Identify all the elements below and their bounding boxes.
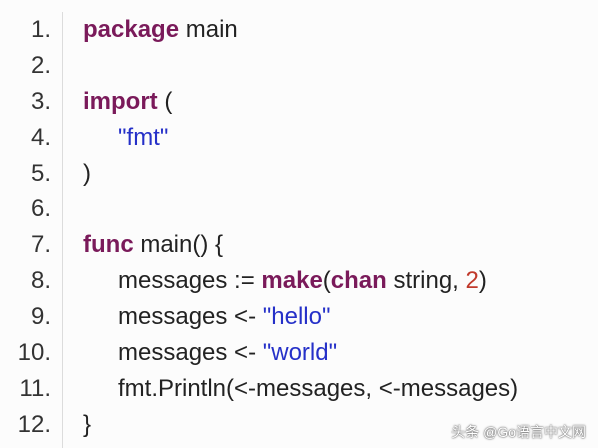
code-line: fmt.Println(<-messages, <-messages) bbox=[83, 371, 598, 407]
line-number: 1. bbox=[30, 16, 51, 43]
line-number: 5. bbox=[30, 159, 51, 187]
code-token-kw: chan bbox=[330, 267, 387, 295]
code-line: package main bbox=[83, 12, 598, 48]
code-token-str: "hello" bbox=[262, 303, 331, 331]
code-line: } bbox=[83, 407, 598, 443]
code-token-plain: ) bbox=[478, 267, 487, 295]
code-token-plain: messages <- bbox=[118, 303, 263, 331]
code-token-plain: messages <- bbox=[118, 339, 263, 367]
code-token-plain: ) bbox=[83, 159, 91, 187]
code-token-plain: string, bbox=[386, 267, 466, 295]
line-number: 6. bbox=[30, 195, 51, 223]
code-token-kw: func bbox=[83, 231, 134, 259]
code-line: messages := make(chan string, 2) bbox=[83, 263, 598, 299]
code-line: messages <- "hello" bbox=[83, 299, 598, 335]
code-token-str: "fmt" bbox=[118, 123, 169, 151]
code-token-plain: main bbox=[179, 16, 238, 43]
line-number: 2. bbox=[30, 51, 51, 79]
code-token-plain: messages := bbox=[118, 267, 262, 295]
line-number: 11. bbox=[19, 374, 51, 402]
line-number: 12. bbox=[17, 410, 51, 438]
code-line: import ( bbox=[83, 84, 598, 120]
line-number: 3. bbox=[30, 87, 51, 115]
watermark-text: 头条 @Go语言中文网 bbox=[451, 424, 586, 440]
code-token-plain: ( bbox=[157, 87, 173, 115]
code-line: "fmt" bbox=[83, 120, 598, 156]
code-token-kw: make bbox=[261, 267, 323, 295]
code-line: func main() { bbox=[83, 227, 598, 263]
code-token-plain: main() { bbox=[133, 231, 224, 259]
code-line: messages <- "world" bbox=[83, 335, 598, 371]
line-number: 7. bbox=[30, 231, 51, 259]
code-line bbox=[83, 191, 598, 227]
code-line: ) bbox=[83, 156, 598, 192]
line-number-gutter: 1. 2. 3. 4. 5. 6. 7. 8. 9. 10. 11. 12. bbox=[0, 12, 62, 443]
line-number: 8. bbox=[30, 267, 51, 295]
code-token-kw: import bbox=[83, 87, 158, 115]
code-line bbox=[83, 48, 598, 84]
watermark: 头条 @Go语言中文网 bbox=[451, 422, 586, 442]
line-number: 9. bbox=[30, 303, 51, 331]
line-number: 10. bbox=[17, 339, 51, 367]
gutter-divider bbox=[62, 12, 63, 448]
code-token-plain: ( bbox=[322, 267, 331, 295]
code-token-plain: } bbox=[83, 410, 92, 438]
code-token-kw: package bbox=[83, 16, 180, 43]
line-number: 4. bbox=[30, 123, 51, 151]
code-token-str: "world" bbox=[262, 339, 338, 367]
code-token-plain: fmt.Println(<-messages, <-messages) bbox=[118, 374, 519, 402]
code-token-num: 2 bbox=[465, 267, 479, 295]
